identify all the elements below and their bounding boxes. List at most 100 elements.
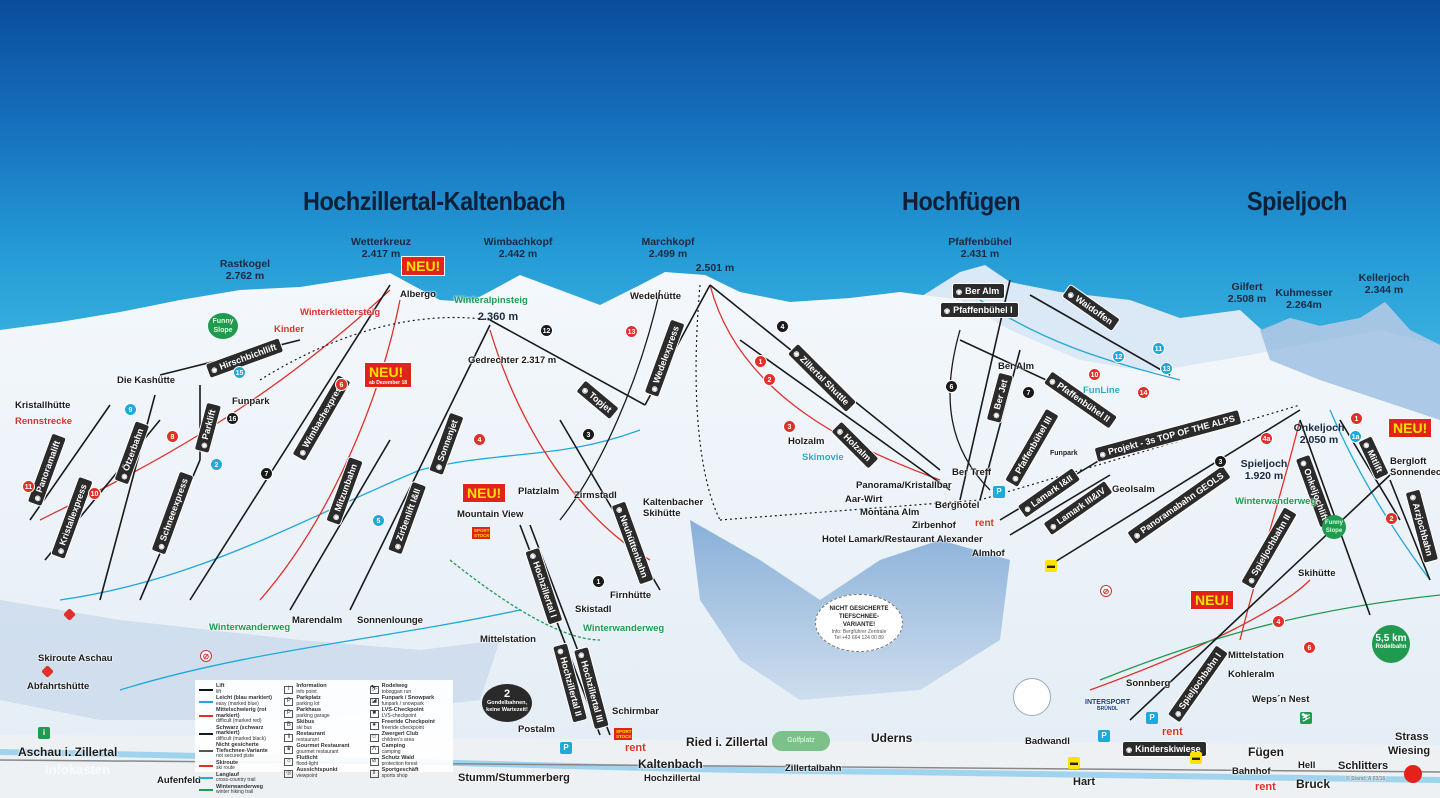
hut-abfahrtshuette[interactable]: Abfahrtshütte	[27, 681, 90, 692]
legend-label-en: info point	[296, 688, 317, 695]
piste-number: 13	[1160, 362, 1173, 375]
hut-marendalm[interactable]: Marendalm	[292, 615, 343, 626]
peak-label: 2.501 m	[696, 262, 735, 274]
hut-platzlalm[interactable]: Platzlalm	[518, 486, 560, 497]
neu-badge: NEU!	[1388, 418, 1433, 438]
hut-aar-wirt[interactable]: Aar-Wirt	[845, 494, 883, 505]
info-icon: i	[38, 727, 50, 739]
hut-schirmbar[interactable]: Schirmbar	[612, 706, 659, 717]
hut-wedelhuette[interactable]: Wedelhütte	[630, 291, 682, 302]
place-hell: Hell	[1298, 760, 1316, 771]
piste-number: 1	[754, 355, 767, 368]
neu-badge: NEU!	[401, 256, 446, 276]
hut-sonnberg[interactable]: Sonnberg	[1126, 678, 1171, 689]
place-hochzillertal: Hochzillertal	[644, 773, 701, 784]
legend-label-en: parking garage	[296, 712, 330, 719]
lift-kinderskiwiese[interactable]: Kinderskiwiese	[1122, 741, 1207, 757]
hut-kaltenbacher-skihuette[interactable]: Kaltenbacher Skihütte	[643, 497, 704, 519]
hut-kohleralm[interactable]: Kohleralm	[1228, 669, 1275, 680]
piste-number: 3	[582, 428, 595, 441]
legend-label-en: freeride checkpoint	[381, 724, 424, 731]
watermark: Infokasten	[45, 762, 111, 777]
rent-shop[interactable]: rent	[1255, 781, 1276, 793]
legend-swatch-icon	[199, 762, 213, 770]
peak-name: Onkeljoch	[1293, 422, 1345, 434]
hut-mittelstation[interactable]: Mittelstation	[480, 634, 536, 645]
hut-sonnenlounge[interactable]: Sonnenlounge	[357, 615, 423, 626]
hut-ber-alm[interactable]: Ber Alm	[998, 361, 1035, 372]
legend-label-de: Schutz Wald	[381, 755, 415, 761]
piste-number: 8	[166, 430, 179, 443]
hut-skihuette[interactable]: Skihütte	[1298, 568, 1336, 579]
hut-wepsn-nest[interactable]: Weps´n Nest	[1252, 694, 1310, 705]
rent-shop[interactable]: rent	[1162, 726, 1183, 738]
gondola-count: 2	[503, 688, 511, 700]
piste-number: 7	[260, 467, 273, 480]
gondola-text: Gondelbahnen, keine Wartezeit!	[486, 700, 528, 713]
hut-mountain-view[interactable]: Mountain View	[457, 509, 524, 520]
hut-berghotel[interactable]: Berghotel	[935, 500, 980, 511]
rennstrecke-label: Rennstrecke	[15, 416, 73, 427]
hut-albergo[interactable]: Albergo	[400, 289, 436, 300]
rent-shop[interactable]: rent	[975, 518, 994, 529]
hut-zirbenhof[interactable]: Zirbenhof	[912, 520, 956, 531]
hut-panorama-kristallbar[interactable]: Panorama/Kristallbar	[856, 480, 952, 491]
hut-geolsalm[interactable]: Geolsalm	[1112, 484, 1155, 495]
hut-almhof[interactable]: Almhof	[972, 548, 1005, 559]
legend-item: Leicht (blau markiert)easy (marked blue)	[199, 695, 278, 707]
legend-label-en: ski route	[216, 765, 235, 771]
hut-die-kashuette[interactable]: Die Kashütte	[117, 375, 176, 386]
hut-holzalm[interactable]: Holzalm	[788, 436, 825, 447]
legend-label-de: Skibus	[296, 719, 315, 725]
hut-kristallhuette[interactable]: Kristallhütte	[15, 400, 71, 411]
hut-mittelstation-spieljoch[interactable]: Mittelstation	[1228, 650, 1284, 661]
sport-stock-shop[interactable]: SPORT STOCK	[472, 527, 490, 539]
funpark-label: Funpark	[1050, 450, 1078, 457]
hut-montana-alm[interactable]: Montana Alm	[860, 507, 920, 518]
skibus-icon: ▬	[1045, 560, 1057, 572]
lift-pfaffenbuehel-1[interactable]: Pfaffenbühel I	[940, 302, 1019, 318]
hut-firnhuette[interactable]: Firnhütte	[610, 590, 652, 601]
legend-label-de: LVS-Checkpoint	[381, 707, 424, 713]
hut-bergloft-sonnendeck[interactable]: Bergloft Sonnendeck	[1390, 456, 1440, 478]
legend-item: Mittelschwierig (rot markiert)difficult …	[199, 707, 278, 725]
tiefschnee-info: Info: Bergführer Zentrale	[831, 629, 887, 635]
neu-text: NEU!	[369, 364, 404, 380]
legend-label-de: Parkhaus	[296, 707, 322, 713]
legend-label-en: difficult (marked red)	[216, 718, 262, 724]
lift-ber-alm[interactable]: Ber Alm	[952, 283, 1006, 299]
sport-stock-shop[interactable]: SPORT STOCK	[614, 728, 632, 740]
place-wiesing: Wiesing	[1388, 745, 1431, 757]
legend-label-de: Camping	[381, 743, 406, 749]
legend-swatch-icon: ♛	[284, 745, 294, 754]
hut-skistadl[interactable]: Skistadl	[575, 604, 612, 615]
hut-zirmstadl[interactable]: Zirmstadl	[574, 490, 617, 501]
hut-postalm[interactable]: Postalm	[518, 724, 555, 735]
legend-label-en: easy (marked blue)	[216, 700, 259, 707]
winterklettersteig-label: Winterklettersteig	[300, 307, 381, 318]
hut-hotel-lamark[interactable]: Hotel Lamark/Restaurant Alexander	[822, 534, 983, 545]
peak-elevation: 2.264m	[1286, 299, 1322, 311]
rent-shop[interactable]: rent	[625, 742, 646, 754]
hut-ber-treff[interactable]: Ber Treff	[952, 467, 992, 478]
legend-item: Schwarz (schwarz markiert)difficult (mar…	[199, 725, 278, 743]
parking-icon: P	[993, 486, 1005, 498]
peak-name: Kuhmesser	[1275, 287, 1333, 299]
peak-name: Kellerjoch	[1358, 272, 1410, 284]
piste-number: 11	[1152, 342, 1165, 355]
winterwanderweg-label: Winterwanderweg	[583, 623, 665, 634]
